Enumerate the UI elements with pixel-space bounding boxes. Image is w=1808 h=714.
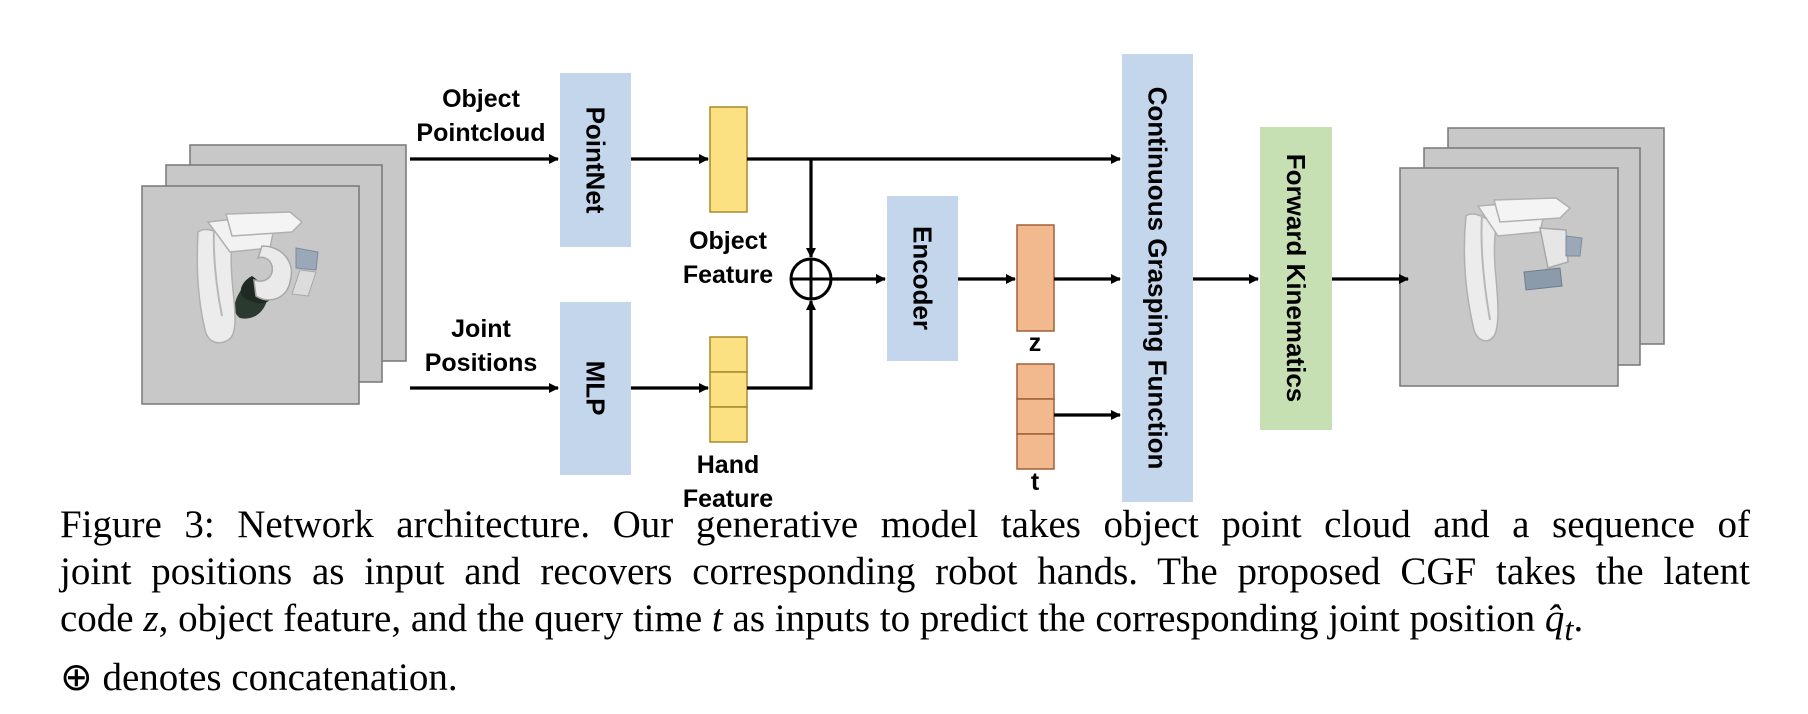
hand-feature-vector xyxy=(709,336,748,443)
caption-line-3-d: . xyxy=(1573,597,1584,640)
mlp-block-label: MLP xyxy=(581,361,611,416)
arrows xyxy=(410,154,1409,420)
object-feature-vector xyxy=(709,106,748,213)
output-image-stack xyxy=(1399,127,1665,387)
caption-line-3-b: , object feature, and the query time xyxy=(158,597,712,640)
object-feature-label-line2: Feature xyxy=(683,261,773,289)
caption-q-subscript-t: t xyxy=(1564,611,1574,648)
input-image-stack xyxy=(141,144,407,405)
pointnet-block: PointNet xyxy=(560,73,631,247)
latent-z-vector xyxy=(1016,224,1055,332)
caption-line-2: joint positions as input and recovers co… xyxy=(60,550,1750,593)
predicted-robot-hand-image xyxy=(1463,197,1583,342)
continuous-grasping-function-block: Continuous Grasping Function xyxy=(1122,54,1193,502)
hand-feature-label-line1: Hand xyxy=(697,451,760,479)
caption-line-3-a: code xyxy=(60,597,144,640)
caption-z-symbol: z xyxy=(143,597,159,640)
joint-positions-label-line1: Joint xyxy=(451,315,511,343)
mlp-block: MLP xyxy=(560,302,631,475)
joint-positions-label-line2: Positions xyxy=(425,349,538,377)
caption-line-4-text: denotes concatenation. xyxy=(92,655,458,699)
forward-kinematics-block: Forward Kinematics xyxy=(1260,127,1332,430)
forward-kinematics-label: Forward Kinematics xyxy=(1281,154,1311,403)
caption-concat-symbol: ⊕ xyxy=(60,655,93,699)
pointnet-block-label: PointNet xyxy=(581,107,611,214)
t-label: t xyxy=(1031,468,1040,496)
encoder-block: Encoder xyxy=(887,196,958,361)
caption-line-3-c: as inputs to predict the corresponding j… xyxy=(722,597,1545,640)
query-time-t-vector xyxy=(1016,363,1055,470)
continuous-grasping-function-label: Continuous Grasping Function xyxy=(1143,87,1173,470)
object-pointcloud-label-line2: Pointcloud xyxy=(416,119,545,147)
caption-line-3: code z, object feature, and the query ti… xyxy=(60,595,1750,654)
figure-caption: Figure 3: Network architecture. Our gene… xyxy=(60,501,1750,701)
z-label: z xyxy=(1029,329,1042,357)
caption-q-hat-symbol: q̂ xyxy=(1544,597,1565,640)
robot-hand-with-object-image xyxy=(196,211,319,344)
object-pointcloud-label-line1: Object xyxy=(442,85,520,113)
concatenation-symbol xyxy=(789,257,833,301)
hand-feature-label-line2: Feature xyxy=(683,485,773,513)
arrow-hand-feature-to-concat xyxy=(747,300,816,390)
caption-line-4: ⊕ denotes concatenation. xyxy=(60,654,1750,701)
caption-line-1: Figure 3: Network architecture. Our gene… xyxy=(60,503,1750,546)
object-feature-label-line1: Object xyxy=(689,227,767,255)
encoder-block-label: Encoder xyxy=(908,226,938,330)
caption-t-symbol: t xyxy=(711,597,723,640)
